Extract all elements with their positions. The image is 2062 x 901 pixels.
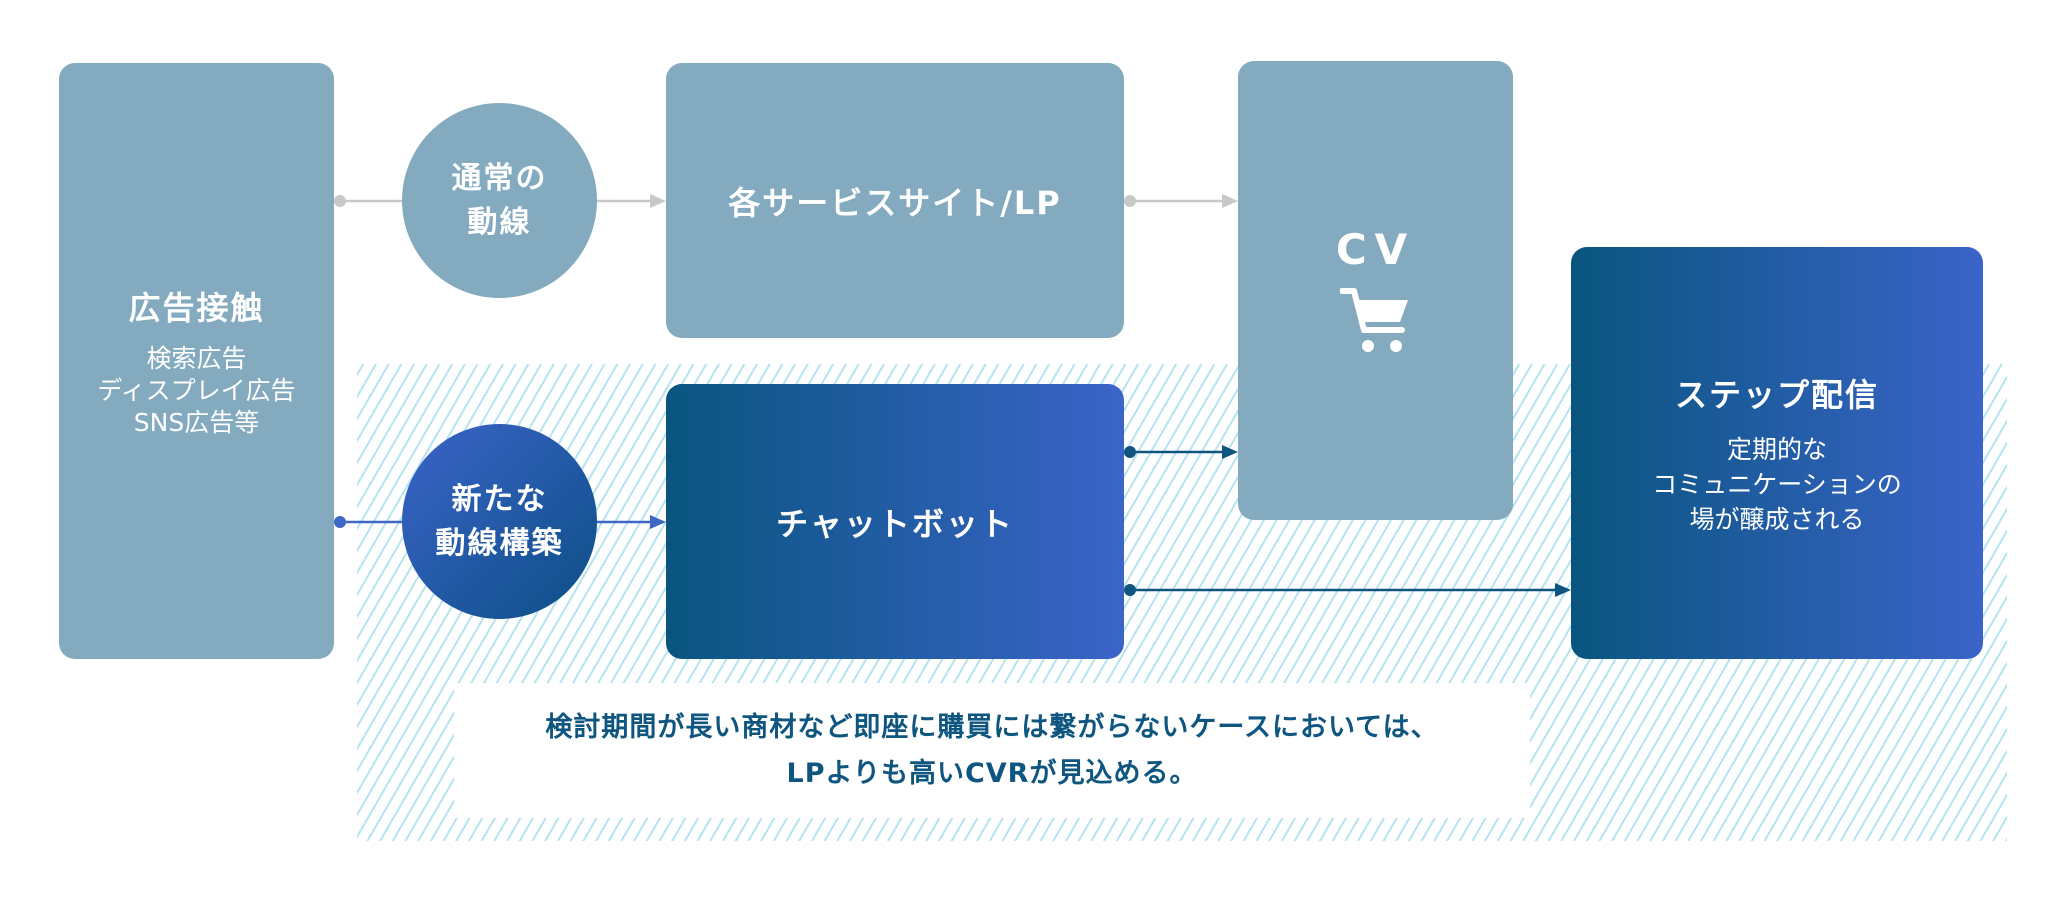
normal-route-circle: 通常の 動線 — [402, 103, 597, 298]
service-site-box: 各サービスサイト/LP — [666, 63, 1124, 338]
normal-route-label: 通常の — [451, 160, 548, 196]
note-line: LPよりも高いCVRが見込める。 — [786, 757, 1198, 789]
chatbot-title: チャットボット — [776, 504, 1014, 543]
ad-contact-title: 広告接触 — [128, 289, 265, 327]
ad-contact-item: SNS広告等 — [133, 408, 260, 437]
grey-connectors — [334, 194, 1238, 208]
note-box: 検討期間が長い商材など即座に購買には繋がらないケースにおいては、 LPよりも高い… — [454, 683, 1530, 818]
cv-title: CV — [1335, 225, 1416, 274]
new-route-label: 動線構築 — [435, 525, 564, 561]
cv-box: CV — [1238, 61, 1513, 520]
new-route-circle: 新たな 動線構築 — [402, 424, 597, 619]
ad-contact-item: ディスプレイ広告 — [97, 376, 296, 405]
step-delivery-box: ステップ配信 定期的な コミュニケーションの 場が醸成される — [1571, 247, 1983, 659]
step-delivery-line: 定期的な — [1726, 434, 1827, 464]
ad-contact-item: 検索広告 — [146, 344, 247, 373]
note-line: 検討期間が長い商材など即座に購買には繋がらないケースにおいては、 — [545, 711, 1439, 743]
arrowhead — [650, 194, 666, 208]
blue-connectors — [334, 515, 666, 529]
step-delivery-title: ステップ配信 — [1674, 375, 1879, 414]
service-site-title: 各サービスサイト/LP — [728, 183, 1062, 222]
arrowhead — [650, 515, 666, 529]
normal-route-label: 動線 — [467, 204, 532, 240]
arrowhead — [1222, 445, 1238, 459]
arrowhead — [1222, 194, 1238, 208]
dark-connectors — [1124, 445, 1571, 597]
ad-contact-box: 広告接触 検索広告 ディスプレイ広告 SNS広告等 — [59, 63, 334, 659]
arrowhead — [1555, 583, 1571, 597]
shopping-cart-icon — [1339, 288, 1408, 352]
new-route-label: 新たな — [451, 481, 548, 517]
step-delivery-line: 場が醸成される — [1689, 504, 1865, 534]
step-delivery-line: コミュニケーションの — [1652, 469, 1902, 499]
chatbot-box: チャットボット — [666, 384, 1124, 659]
